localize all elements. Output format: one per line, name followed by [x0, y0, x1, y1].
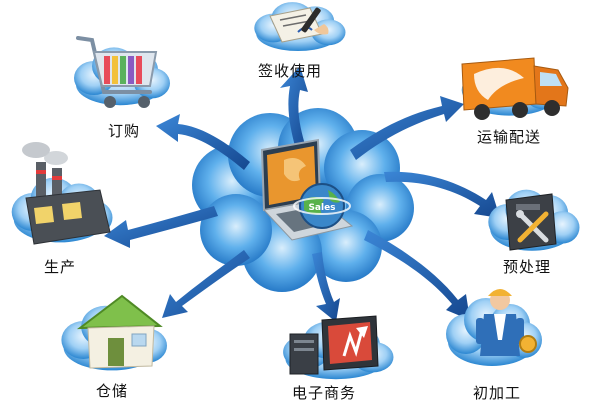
- label-transport: 运输配送: [477, 128, 542, 146]
- label-ecommerce: 电子商务: [292, 384, 357, 402]
- label-production: 生产: [44, 258, 77, 276]
- node-transport: [461, 57, 569, 120]
- worker-icon: [476, 289, 537, 356]
- label-sign: 签收使用: [258, 62, 323, 80]
- signing-document-icon: [269, 7, 329, 43]
- label-order: 订购: [108, 122, 141, 140]
- label-preprocess: 预处理: [503, 258, 552, 276]
- arrow-to-processing: [364, 230, 470, 320]
- label-processing: 初加工: [473, 384, 522, 402]
- node-order: [74, 36, 170, 108]
- arrow-to-preprocess: [384, 171, 500, 218]
- toolbox-icon: [505, 193, 557, 251]
- arrow-to-order: [156, 114, 250, 170]
- node-ecommerce: [283, 315, 394, 380]
- hub-globe-text: Sales: [308, 203, 335, 213]
- node-warehouse: [61, 294, 168, 371]
- arrow-to-warehouse: [162, 250, 250, 318]
- arrow-to-sign: [280, 66, 308, 150]
- ecommerce-computer-icon: [289, 315, 379, 375]
- label-warehouse: 仓储: [96, 382, 129, 400]
- node-processing: [446, 289, 542, 366]
- factory-icon: [22, 142, 111, 245]
- arrows: [104, 66, 500, 322]
- warehouse-house-icon: [76, 294, 163, 369]
- node-preprocess: [488, 189, 580, 251]
- arrow-to-transport: [350, 96, 464, 160]
- delivery-truck-icon: [461, 57, 569, 120]
- node-sign: [254, 2, 346, 52]
- node-production: [11, 142, 113, 245]
- shopping-cart-icon: [76, 36, 158, 108]
- laptop-globe-icon: [260, 138, 354, 241]
- arrow-to-production: [104, 206, 218, 248]
- arrow-to-ecommerce: [312, 252, 340, 322]
